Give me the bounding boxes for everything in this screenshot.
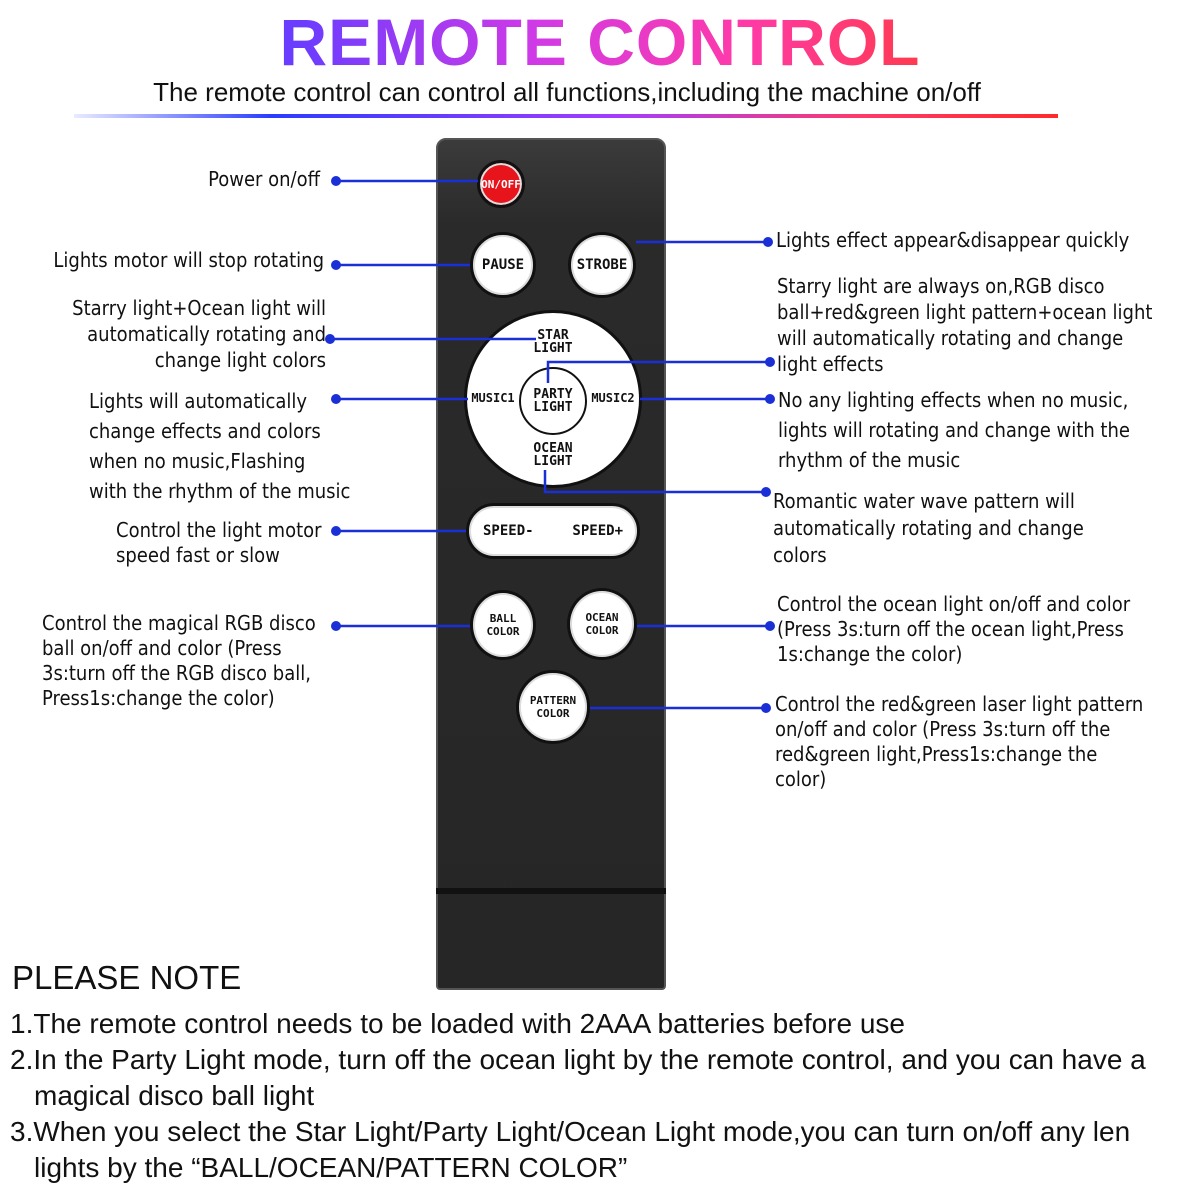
ball-color-button[interactable]: BALL COLOR: [470, 590, 536, 660]
annotation-strobe: Lights effect appear&disappear quickly: [776, 228, 1130, 252]
music2-button-label[interactable]: MUSIC2: [591, 391, 635, 405]
annotation-power: Power on/off: [208, 167, 320, 191]
page-subtitle: The remote control can control all funct…: [153, 77, 981, 107]
remote-battery-seam: [436, 888, 666, 894]
annotation-music1: Lights will automatically change effects…: [89, 389, 351, 503]
notes-title: PLEASE NOTE: [12, 959, 242, 996]
note-item: 2.In the Party Light mode, turn off the …: [10, 1044, 1146, 1111]
speed-plus-button[interactable]: SPEED+: [572, 523, 623, 539]
annotation-ocean-color: Control the ocean light on/off and color…: [777, 592, 1131, 666]
gradient-divider: [74, 114, 1058, 118]
note-item: 3.When you select the Star Light/Party L…: [10, 1116, 1131, 1183]
pause-button[interactable]: PAUSE: [470, 232, 536, 298]
annotation-speed: Control the light motor speed fast or sl…: [116, 518, 322, 567]
annotation-music2: No any lighting effects when no music, l…: [778, 388, 1130, 472]
speed-button-group: SPEED- SPEED+: [466, 503, 640, 559]
annotation-ball-color: Control the magical RGB disco ball on/of…: [42, 611, 316, 710]
notes-list: 1.The remote control needs to be loaded …: [10, 1006, 1190, 1186]
ocean-color-button[interactable]: OCEAN COLOR: [567, 588, 637, 660]
annotation-pause: Lights motor will stop rotating: [53, 248, 324, 272]
music1-button-label[interactable]: MUSIC1: [471, 391, 515, 405]
ocean-light-button-label[interactable]: OCEAN LIGHT: [533, 441, 573, 469]
annotation-party-light: Starry light are always on,RGB disco bal…: [777, 274, 1153, 376]
speed-minus-button[interactable]: SPEED-: [483, 523, 534, 539]
note-item: 1.The remote control needs to be loaded …: [10, 1008, 906, 1039]
power-button[interactable]: ON/OFF: [477, 160, 525, 208]
pattern-color-button[interactable]: PATTERN COLOR: [516, 670, 590, 744]
party-light-label: PARTY LIGHT: [533, 387, 573, 415]
strobe-button[interactable]: STROBE: [568, 232, 636, 298]
annotation-star-light: Starry light+Ocean light will automatica…: [72, 296, 326, 372]
page-title: REMOTE CONTROL: [0, 2, 1200, 82]
annotation-ocean-light: Romantic water wave pattern will automat…: [773, 489, 1084, 567]
star-light-button-label[interactable]: STAR LIGHT: [533, 328, 573, 356]
annotation-pattern-color: Control the red&green laser light patter…: [775, 692, 1144, 791]
